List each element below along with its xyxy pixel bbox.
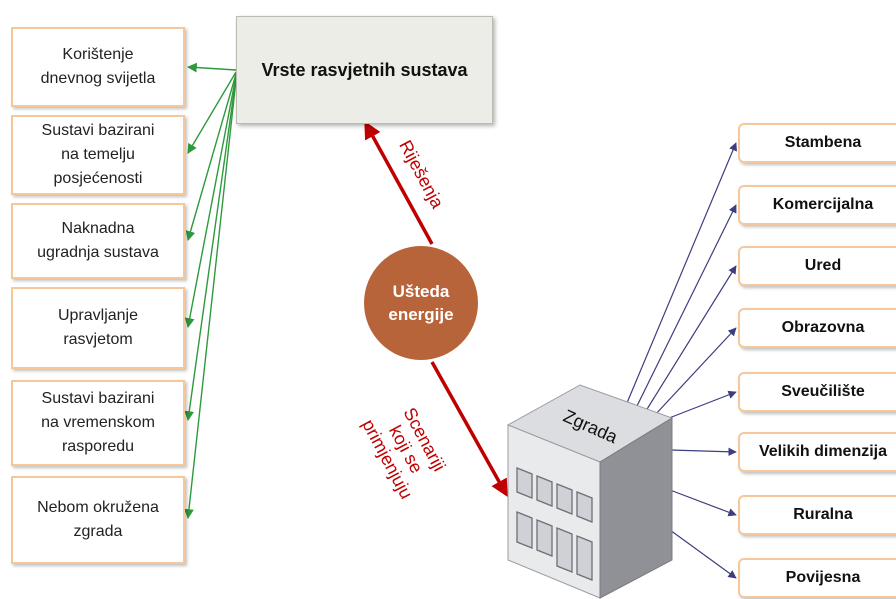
arrow-to-left-2 <box>187 71 237 154</box>
left-item-line: Naknadna <box>61 220 135 237</box>
left-item-line: Sustavi bazirani <box>41 390 155 407</box>
left-item-line: zgrada <box>73 523 123 540</box>
arrow-to-right-3 <box>643 265 737 415</box>
left-item-line: Upravljanje <box>57 307 139 324</box>
left-item-retrofit: Naknadna ugradnja sustava <box>11 203 185 279</box>
left-item-line: Sustavi bazirani <box>41 122 155 139</box>
left-item-line: rasporedu <box>61 438 135 455</box>
left-item-schedule: Sustavi bazirani na vremenskom rasporedu <box>11 380 185 466</box>
right-item-rural: Ruralna <box>738 495 896 535</box>
arrow-to-left-1 <box>187 62 237 73</box>
arrow-scenarios <box>430 361 508 498</box>
right-item-residential: Stambena <box>738 123 896 163</box>
lighting-systems-title-box: Vrste rasvjetnih sustava <box>236 16 493 124</box>
right-item-label: Povijesna <box>785 569 861 586</box>
left-item-line: rasvjetom <box>63 331 133 348</box>
left-item-skylit-building: Nebom okružena zgrada <box>11 476 185 564</box>
arrow-to-right-2 <box>633 204 737 413</box>
left-item-line: posjećenosti <box>53 170 143 187</box>
right-item-label: Stambena <box>784 134 862 151</box>
arrow-to-right-1 <box>623 142 737 411</box>
right-item-label: Sveučilište <box>781 383 865 400</box>
left-item-line: Nebom okružena <box>37 499 159 516</box>
building-windows <box>516 467 593 581</box>
left-item-lighting-control: Upravljanje rasvjetom <box>11 287 185 369</box>
right-item-label: Obrazovna <box>781 319 865 336</box>
blue-arrows <box>623 142 737 579</box>
title-text: Vrste rasvjetnih sustava <box>261 59 468 80</box>
energy-savings-circle: Ušteda energije <box>364 246 478 360</box>
right-item-large-scale: Velikih dimenzija <box>738 432 896 472</box>
red-arrows <box>364 120 508 498</box>
right-item-historic: Povijesna <box>738 558 896 598</box>
arrow-to-left-6 <box>184 79 237 519</box>
right-item-label: Velikih dimenzija <box>758 443 888 460</box>
arrow-to-left-5 <box>184 77 237 421</box>
right-item-office: Ured <box>738 246 896 286</box>
circle-line: Ušteda <box>392 282 450 301</box>
right-item-label: Ured <box>804 257 842 274</box>
arrow-to-right-8 <box>669 529 737 579</box>
circle-line: energije <box>388 305 454 324</box>
arrow-to-right-4 <box>653 327 737 417</box>
right-item-educational: Obrazovna <box>738 308 896 348</box>
arrow-to-left-4 <box>184 75 237 328</box>
arrow-to-right-7 <box>669 489 737 517</box>
left-item-daylight: Korištenje dnevnog svijetla <box>11 27 185 107</box>
green-arrows <box>184 62 237 519</box>
left-item-line: na temelju <box>61 146 135 163</box>
right-item-label: Ruralna <box>793 506 853 523</box>
building-side <box>599 417 673 599</box>
left-item-occupancy: Sustavi bazirani na temelju posjećenosti <box>11 115 185 195</box>
arrow-to-right-6 <box>669 447 737 456</box>
right-item-university: Sveučilište <box>738 372 896 412</box>
left-item-line: Korištenje <box>62 46 134 63</box>
arrow-to-left-3 <box>185 73 237 241</box>
arrow-to-right-5 <box>663 390 737 421</box>
right-item-commercial: Komercijalna <box>738 185 896 225</box>
right-item-label: Komercijalna <box>772 196 874 213</box>
left-item-line: dnevnog svijetla <box>40 70 156 87</box>
building-icon <box>506 384 674 599</box>
left-item-line: ugradnja sustava <box>37 244 159 261</box>
arrow-solutions <box>364 120 434 245</box>
left-item-line: na vremenskom <box>41 414 155 431</box>
